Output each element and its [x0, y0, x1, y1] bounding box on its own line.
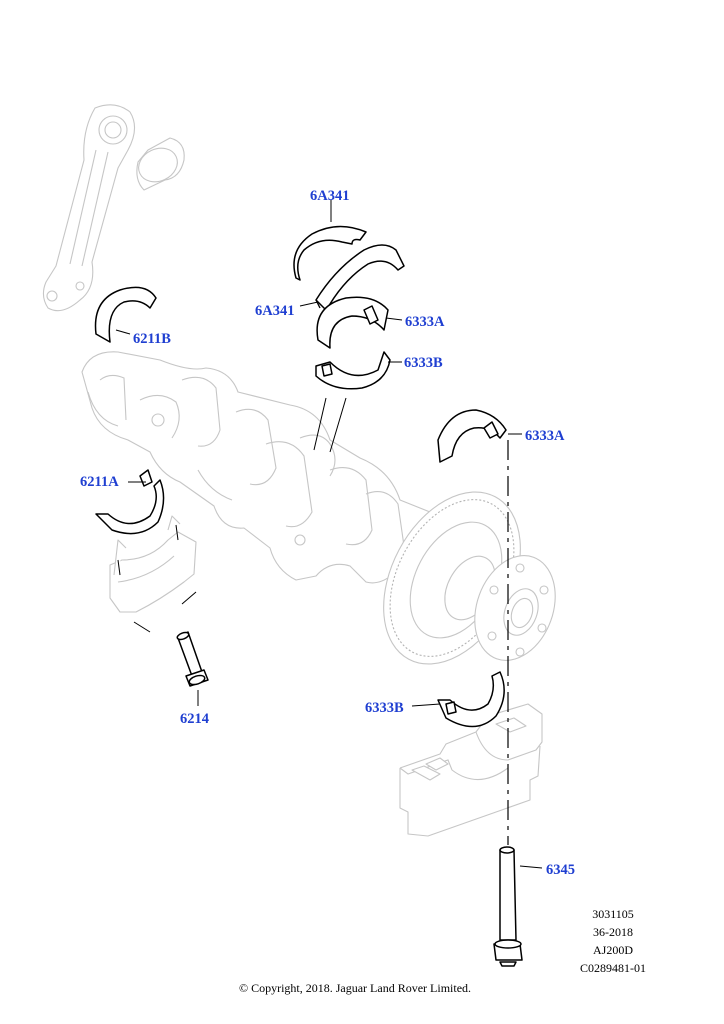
callout-6a341-side[interactable]: 6A341 — [255, 303, 294, 319]
callout-6211b[interactable]: 6211B — [133, 331, 171, 347]
main-bearing-bolt-6345 — [493, 846, 523, 967]
callout-6a341-top[interactable]: 6A341 — [310, 188, 349, 204]
shaft-leader — [313, 397, 327, 451]
thrust-washer-lower — [315, 244, 405, 311]
copyright-notice: © Copyright, 2018. Jaguar Land Rover Lim… — [238, 981, 472, 995]
callout-leaders — [115, 200, 543, 869]
reference-code: 3031105 — [592, 907, 634, 921]
callout-6211a[interactable]: 6211A — [80, 474, 119, 490]
rod-bearing-shell-6211B — [94, 286, 157, 343]
piston-pin-ghost — [136, 137, 185, 191]
callout-6333b-upper[interactable]: 6333B — [404, 355, 443, 371]
reference-code: C0289481-01 — [580, 961, 646, 975]
main-bearing-shell-6333B-lower — [437, 671, 505, 728]
reference-code: 36-2018 — [593, 925, 633, 939]
cap-leader — [181, 591, 197, 605]
reference-code: AJ200D — [592, 943, 633, 957]
callout-6345[interactable]: 6345 — [546, 862, 575, 878]
shaft-leader — [329, 397, 347, 453]
main-bearing-shell-6333A-upper — [316, 296, 389, 349]
callout-6333a-right[interactable]: 6333A — [525, 428, 565, 444]
main-bearing-shell-6333A-right — [437, 409, 507, 463]
connecting-rod-ghost — [42, 104, 136, 312]
rod-cap-ghost — [109, 515, 197, 613]
main-bearing-shell-6333B-upper — [315, 351, 391, 390]
rod-bolt-6214 — [176, 631, 209, 687]
callout-6214[interactable]: 6214 — [180, 711, 209, 727]
reference-codes: 3031105 36-2018 AJ200D C0289481-01 — [568, 905, 658, 977]
callout-6333a-upper[interactable]: 6333A — [405, 314, 445, 330]
callout-6333b-lower[interactable]: 6333B — [365, 700, 404, 716]
crank-flange-ghost — [474, 555, 556, 661]
main-bearing-cap-ghost — [399, 703, 543, 837]
thrust-washer-upper — [293, 225, 367, 281]
cap-leader — [133, 621, 151, 633]
crankshaft-ghost — [81, 351, 437, 584]
